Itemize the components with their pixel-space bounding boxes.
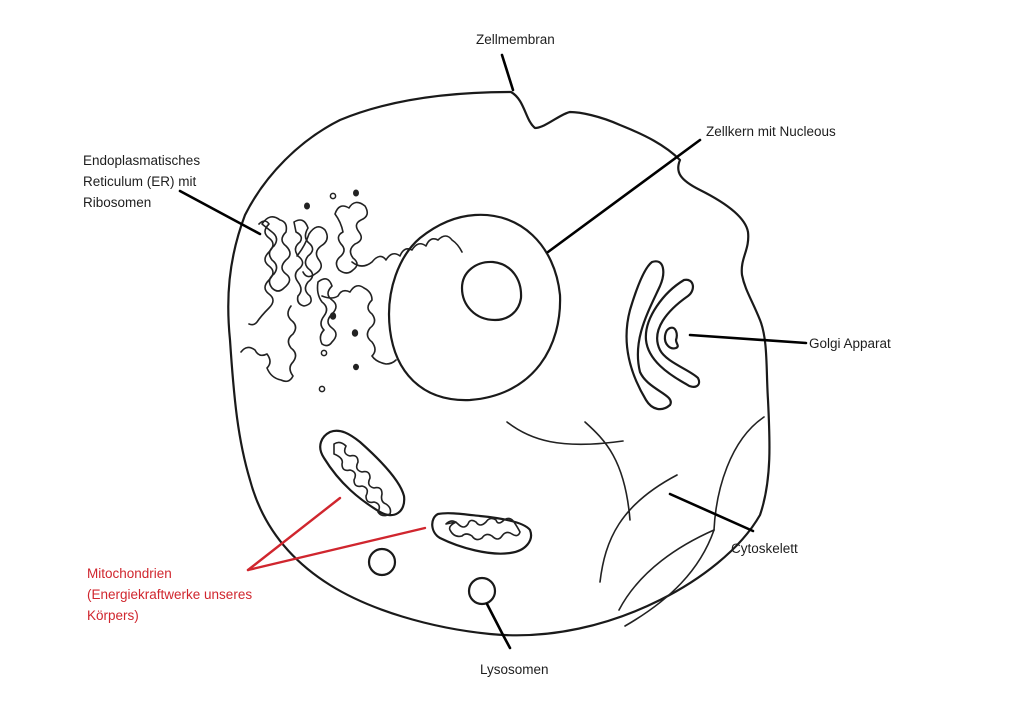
cytoskeleton-fibers: [506, 416, 765, 627]
leader-line-er: [178, 189, 262, 236]
label-zellmembran: Zellmembran: [476, 29, 555, 50]
cell-membrane: [227, 90, 771, 637]
label-endoplasmatisches-reticulum: Endoplasmatisches Reticulum (ER) mit Rib…: [83, 150, 200, 213]
label-zellkern-text: Zellkern mit Nucleous: [706, 124, 836, 139]
leader-line-mitochondrien-1: [246, 496, 342, 572]
label-er-line-3: Ribosomen: [83, 195, 152, 210]
label-lysosomen: Lysosomen: [480, 659, 549, 680]
lysosome: [367, 547, 397, 577]
endoplasmic-reticulum: [240, 201, 463, 383]
nucleus: [388, 213, 562, 402]
nucleolus: [460, 260, 523, 322]
label-golgi-text: Golgi Apparat: [809, 336, 891, 351]
label-cytoskelett: Cytoskelett: [731, 538, 798, 559]
leader-line-lysosomen-end: [501, 633, 512, 650]
label-mitochondrien-line-1: Mitochondrien: [87, 566, 172, 581]
label-zellkern: Zellkern mit Nucleous: [706, 121, 836, 142]
label-mitochondrien-line-3: Körpers): [87, 608, 139, 623]
label-er-line-2: Reticulum (ER) mit: [83, 174, 197, 189]
label-mitochondrien: Mitochondrien (Energiekraftwerke unseres…: [87, 563, 252, 626]
label-lysosomen-text: Lysosomen: [480, 662, 549, 677]
leader-line-golgi: [688, 333, 808, 345]
label-golgi-apparat: Golgi Apparat: [809, 333, 891, 354]
lysosome: [467, 576, 497, 606]
leader-line-mitochondrien-2: [246, 526, 427, 572]
leader-line-cytoskelett: [668, 492, 755, 533]
label-mitochondrien-line-2: (Energiekraftwerke unseres: [87, 587, 253, 602]
leader-line-lysosomen: [485, 602, 505, 637]
ribosomes: [304, 189, 359, 393]
label-cytoskelett-text: Cytoskelett: [731, 541, 798, 556]
label-zellmembran-text: Zellmembran: [476, 32, 555, 47]
golgi-apparatus: [625, 260, 701, 411]
label-er-line-1: Endoplasmatisches: [83, 153, 201, 168]
leader-line-zellkern: [546, 138, 702, 254]
leader-line-zellmembran: [500, 53, 515, 92]
mitochondrion: [431, 512, 533, 555]
mitochondrion: [319, 429, 406, 517]
